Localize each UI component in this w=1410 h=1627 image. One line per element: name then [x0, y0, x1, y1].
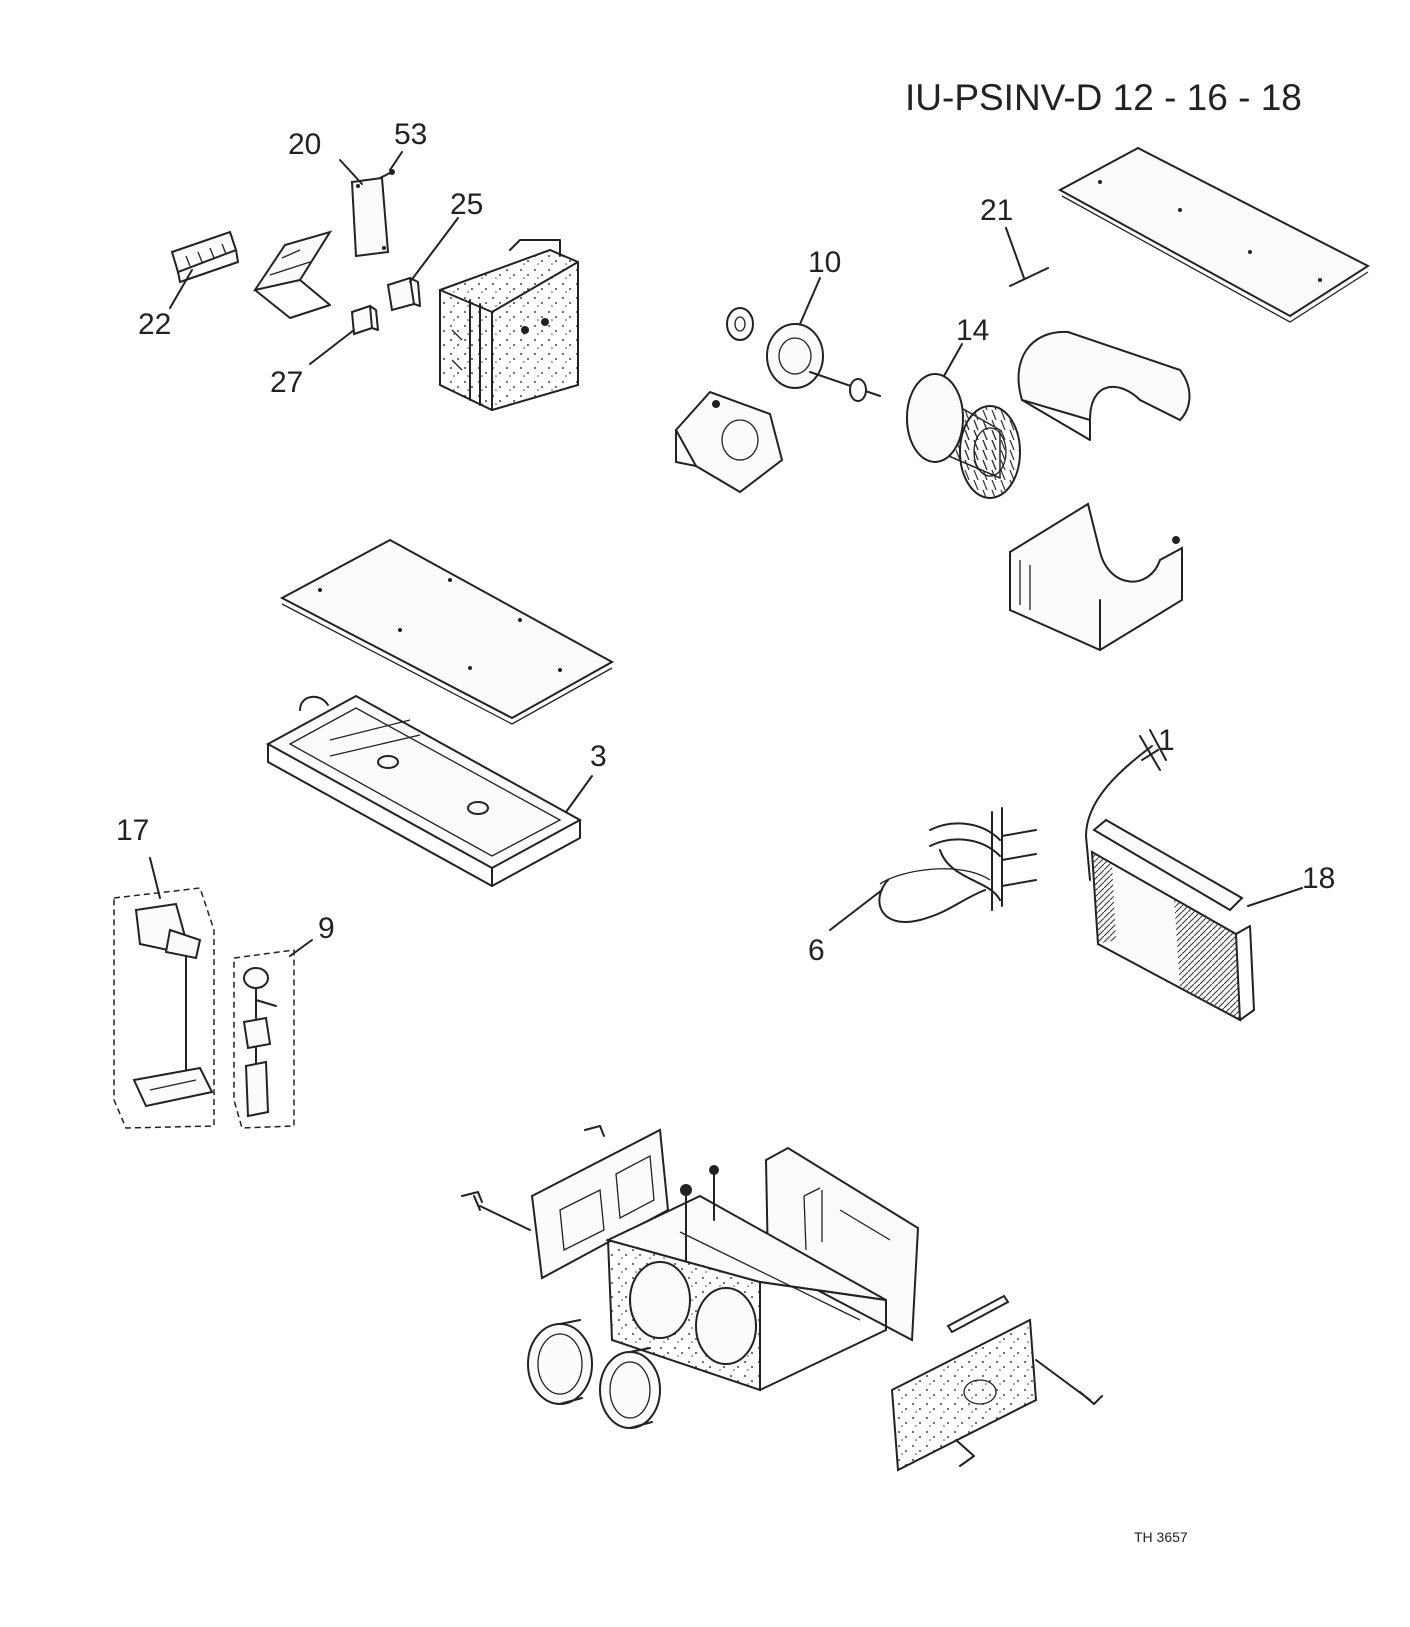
terminal-block-part	[170, 230, 239, 283]
pan-cover-plate-part	[279, 538, 615, 725]
sensor-cable-part	[878, 879, 986, 923]
callout-9: 9	[318, 912, 335, 945]
clip-part-4	[955, 1439, 975, 1467]
rod-part	[1009, 267, 1049, 287]
callout-20: 20	[288, 128, 321, 161]
evaporator-coil-part	[1090, 818, 1255, 1022]
callout-21: 21	[980, 194, 1013, 227]
connector-part	[350, 304, 379, 336]
diagram-title: IU-PSINV-D 12 - 16 - 18	[905, 77, 1302, 118]
top-cover-plate-part	[1057, 146, 1371, 323]
mounting-pins-part	[685, 1169, 715, 1261]
upper-scroll-housing-part	[1017, 330, 1191, 441]
clip-part	[461, 1191, 483, 1211]
left-end-panel-part	[530, 1128, 670, 1280]
callout-17: 17	[116, 814, 149, 847]
duct-collar-left-part	[527, 1319, 593, 1405]
circuit-board-plate-part	[350, 176, 390, 258]
callout-6: 6	[808, 934, 825, 967]
float-sensor-group	[233, 949, 295, 1129]
blower-wheel-part	[906, 373, 1021, 499]
right-end-panel-part	[890, 1294, 1103, 1472]
callout-14: 14	[956, 314, 989, 347]
callout-18: 18	[1302, 862, 1335, 895]
motor-bracket-part	[674, 390, 784, 494]
clip-part-3	[1079, 1391, 1103, 1405]
callout-3: 3	[590, 740, 607, 773]
callout-22: 22	[138, 308, 171, 341]
fan-hub-part	[726, 307, 754, 341]
relay-part	[386, 276, 421, 312]
wire-ends-part	[1139, 729, 1167, 771]
callout-labels: 20 53 25 22 27 21 10 14 3 17 9 1 18 6	[116, 118, 1335, 967]
clip-part-2	[584, 1125, 605, 1137]
coil-assembly-group	[878, 729, 1255, 1022]
electrical-box-part	[439, 239, 579, 412]
refrigerant-manifold-part	[879, 807, 1037, 911]
fan-assembly-group	[674, 146, 1371, 652]
lower-scroll-housing-part	[1009, 502, 1183, 652]
drain-pan-part	[265, 694, 583, 887]
float-switch-group	[113, 887, 215, 1129]
drawing-code: TH 3657	[1134, 1529, 1188, 1545]
callout-10: 10	[808, 246, 841, 279]
leader-lines	[149, 151, 1303, 957]
fan-motor-part	[766, 323, 881, 402]
drain-pan-group	[265, 538, 615, 887]
duct-collar-right-part	[599, 1347, 661, 1429]
callout-53: 53	[394, 118, 427, 151]
control-box-group	[170, 169, 579, 412]
screw-part	[379, 169, 395, 179]
callout-27: 27	[270, 366, 303, 399]
callout-25: 25	[450, 188, 483, 221]
cabinet-group	[461, 1125, 1103, 1472]
main-cabinet-part	[605, 1194, 887, 1392]
wire-part	[1085, 745, 1153, 881]
assembly-line	[479, 1205, 531, 1231]
mounting-bracket-part	[252, 230, 333, 319]
callout-1: 1	[1158, 724, 1175, 757]
